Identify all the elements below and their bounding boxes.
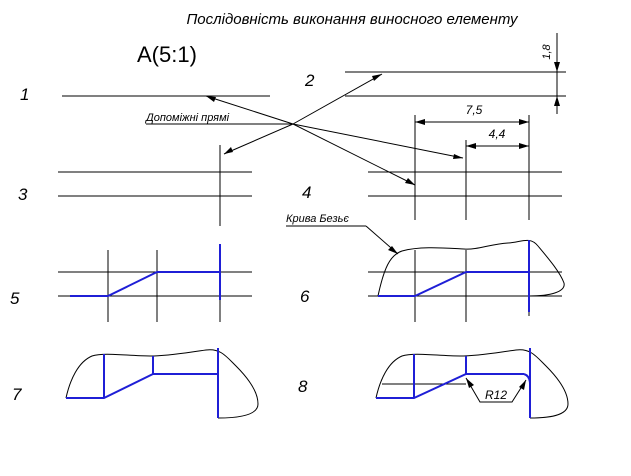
length-part-arrow-left <box>466 143 476 149</box>
step-number-8: 8 <box>298 377 308 396</box>
step-8-contour <box>376 373 524 399</box>
step-3-drawing <box>58 145 252 226</box>
scale-label: A(5:1) <box>137 42 197 67</box>
step-2-drawing: 1,8 <box>345 33 566 114</box>
length-part-value: 4,4 <box>489 127 506 141</box>
leader-arrow-1 <box>206 96 216 102</box>
length-part-arrow-right <box>519 143 529 149</box>
length-total-arrow-right <box>519 119 529 125</box>
leader-to-step-4-upper <box>292 123 464 159</box>
bezier-leader-arrow <box>388 246 398 254</box>
step-number-3: 3 <box>18 185 28 204</box>
length-total-arrow-left <box>415 119 425 125</box>
leader-to-step-4-lower <box>292 123 416 186</box>
step-4-drawing: 7,5 4,4 <box>368 103 562 220</box>
page-title: Послідовність виконання виносного елемен… <box>186 11 519 28</box>
radius-value: R12 <box>485 388 507 402</box>
step-number-7: 7 <box>12 385 22 404</box>
leader-to-step-1 <box>205 95 294 125</box>
step-numbers: 1 2 3 4 5 6 7 8 <box>10 71 315 404</box>
height-dimension-value: 1,8 <box>541 43 553 59</box>
leader-arrow-2 <box>372 74 382 81</box>
step-6-drawing: Крива Безьє <box>286 213 565 322</box>
step-7-contour <box>66 373 218 399</box>
step-7-bezier-curve <box>65 349 259 419</box>
leader-arrow-4 <box>405 178 415 185</box>
length-total-value: 7,5 <box>466 103 483 117</box>
bezier-curve-label: Крива Безьє <box>286 213 349 225</box>
step-7-drawing <box>65 348 259 419</box>
leader-to-step-3 <box>223 123 294 155</box>
leader-arrow-5 <box>453 154 463 159</box>
step-6-bezier-curve <box>377 239 565 297</box>
radius-leader-arrow-left <box>466 378 474 388</box>
step-number-5: 5 <box>10 289 20 308</box>
leader-arrow-3 <box>224 147 233 154</box>
step-5-contour <box>70 271 220 297</box>
step-number-2: 2 <box>304 71 315 90</box>
step-8-drawing: R12 <box>375 348 569 419</box>
auxiliary-lines-leader: Допоміжні прямі <box>144 73 464 186</box>
height-dimension-arrow-bottom <box>554 96 560 106</box>
step-6-contour <box>378 271 529 297</box>
step-number-4: 4 <box>302 183 311 202</box>
step-5-drawing <box>58 244 252 322</box>
leader-to-step-2 <box>292 73 383 125</box>
step-number-6: 6 <box>300 287 310 306</box>
step-8-bezier-curve <box>375 349 569 419</box>
auxiliary-lines-label: Допоміжні прямі <box>144 112 230 124</box>
step-number-1: 1 <box>20 85 29 104</box>
radius-leader-arrow-right <box>519 380 526 390</box>
radius-leader <box>465 377 527 403</box>
height-dimension-arrow-top <box>554 62 560 72</box>
